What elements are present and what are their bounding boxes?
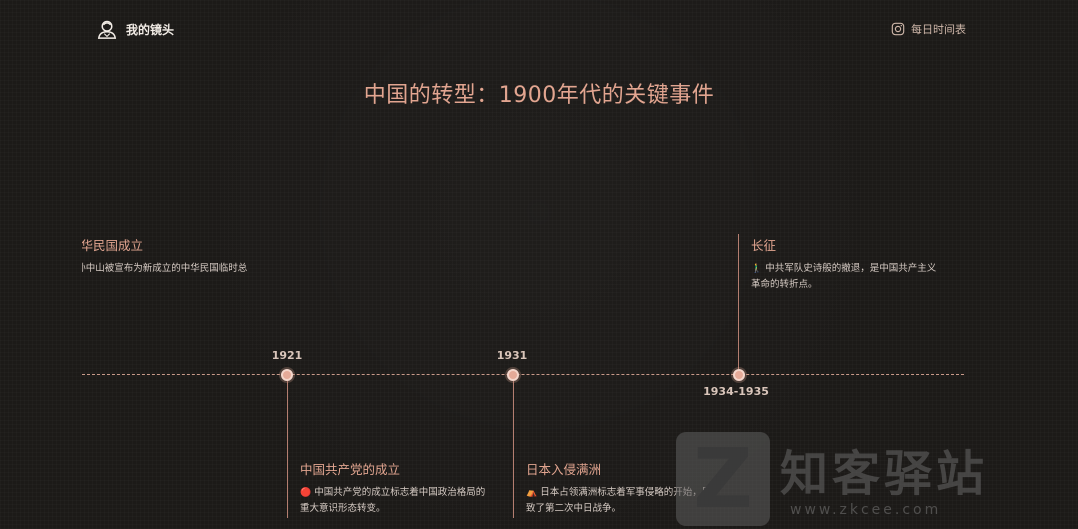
- event-description: ⛺日本占领满洲标志着军事侵略的开始，导 致了第二次中日战争。: [526, 487, 712, 514]
- event-description: 🚶‍♂️中共军队史诗般的撤退，是中国共产主义 革命的转折点。: [751, 263, 937, 290]
- timeline-event-ccp[interactable]: 中国共产党的成立 🔴中国共产党的成立标志着中国政治格局的 重大意识形态转变。: [300, 459, 510, 517]
- brand-label: 我的镜头: [126, 22, 175, 37]
- watermark-logo: Z: [676, 432, 770, 527]
- event-year-1934-1935: 1934-1935: [703, 385, 769, 398]
- red-circle-icon: 🔴: [300, 488, 312, 498]
- event-year-1921: 1921: [271, 349, 303, 362]
- person-avatar-icon: [97, 20, 117, 39]
- event-description: ▮孙中山被宣布为新成立的中华民国临时总 统。: [82, 263, 248, 290]
- event-description: 🔴中国共产党的成立标志着中国政治格局的 重大意识形态转变。: [300, 487, 486, 514]
- timeline-stem: [738, 234, 739, 369]
- event-title: 日本入侵满洲: [526, 462, 602, 477]
- daily-schedule-link[interactable]: 每日时间表: [891, 21, 966, 37]
- timeline-event-roc[interactable]: 中华民国成立 ▮孙中山被宣布为新成立的中华民国临时总 统。: [82, 235, 282, 293]
- timeline-stem: [287, 381, 288, 518]
- event-title: 中华民国成立: [82, 238, 144, 253]
- schedule-label: 每日时间表: [911, 23, 966, 36]
- page-title: 中国的转型：1900年代的关键事件: [363, 83, 715, 108]
- timeline-axis: [82, 374, 964, 375]
- timeline-event-long-march[interactable]: 长征 🚶‍♂️中共军队史诗般的撤退，是中国共产主义 革命的转折点。: [751, 235, 966, 293]
- watermark-url: www.zkcee.com: [790, 502, 942, 518]
- instagram-icon: [891, 22, 905, 36]
- event-year-1931: 1931: [496, 349, 528, 362]
- walking-man-icon: 🚶‍♂️: [751, 264, 763, 274]
- site-watermark: Z 知客驿站 www.zkcee.com: [668, 430, 1078, 529]
- timeline-node-1921[interactable]: [281, 369, 293, 381]
- brand-link[interactable]: 我的镜头: [96, 18, 174, 40]
- timeline-node-1931[interactable]: [507, 369, 519, 381]
- event-title: 长征: [751, 238, 777, 253]
- timeline-event-manchuria[interactable]: 日本入侵满洲 ⛺日本占领满洲标志着军事侵略的开始，导 致了第二次中日战争。: [526, 459, 736, 517]
- timeline-stem: [513, 381, 514, 518]
- tent-icon: ⛺: [526, 488, 538, 498]
- watermark-text: 知客驿站: [780, 446, 989, 502]
- event-title: 中国共产党的成立: [300, 462, 401, 477]
- timeline-node-1934[interactable]: [733, 369, 745, 381]
